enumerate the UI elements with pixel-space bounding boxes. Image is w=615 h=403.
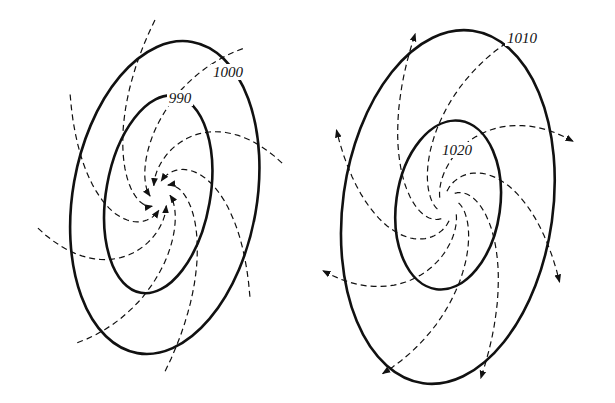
wind-streamline	[322, 197, 458, 297]
wind-streamline	[50, 95, 176, 226]
wind-streamline	[430, 192, 512, 380]
anticyclone-group	[303, 14, 592, 400]
wind-streamline	[110, 18, 185, 207]
wind-streamline	[140, 35, 243, 207]
isobar-line	[47, 26, 283, 369]
wind-streamline	[437, 169, 573, 282]
wind-streamline	[383, 196, 474, 383]
wind-streamline	[144, 166, 270, 297]
isobar-value: 1010	[505, 30, 539, 46]
cyclone-group	[17, 6, 302, 385]
isobar-line	[90, 87, 227, 302]
isobar-value: 1000	[211, 64, 245, 80]
wind-streamline	[439, 115, 575, 215]
wind-streamline	[77, 184, 180, 356]
isobar-line	[385, 114, 512, 297]
wind-streamline	[422, 29, 513, 216]
isobar-line	[319, 16, 577, 398]
isobar-value: 1020	[440, 142, 474, 158]
wind-streamline	[323, 130, 459, 243]
wind-streamline	[384, 33, 466, 221]
wind-streamline	[153, 122, 285, 207]
isobar-value: 990	[167, 90, 194, 106]
wind-streamline	[34, 184, 166, 269]
wind-streamline	[136, 184, 211, 373]
